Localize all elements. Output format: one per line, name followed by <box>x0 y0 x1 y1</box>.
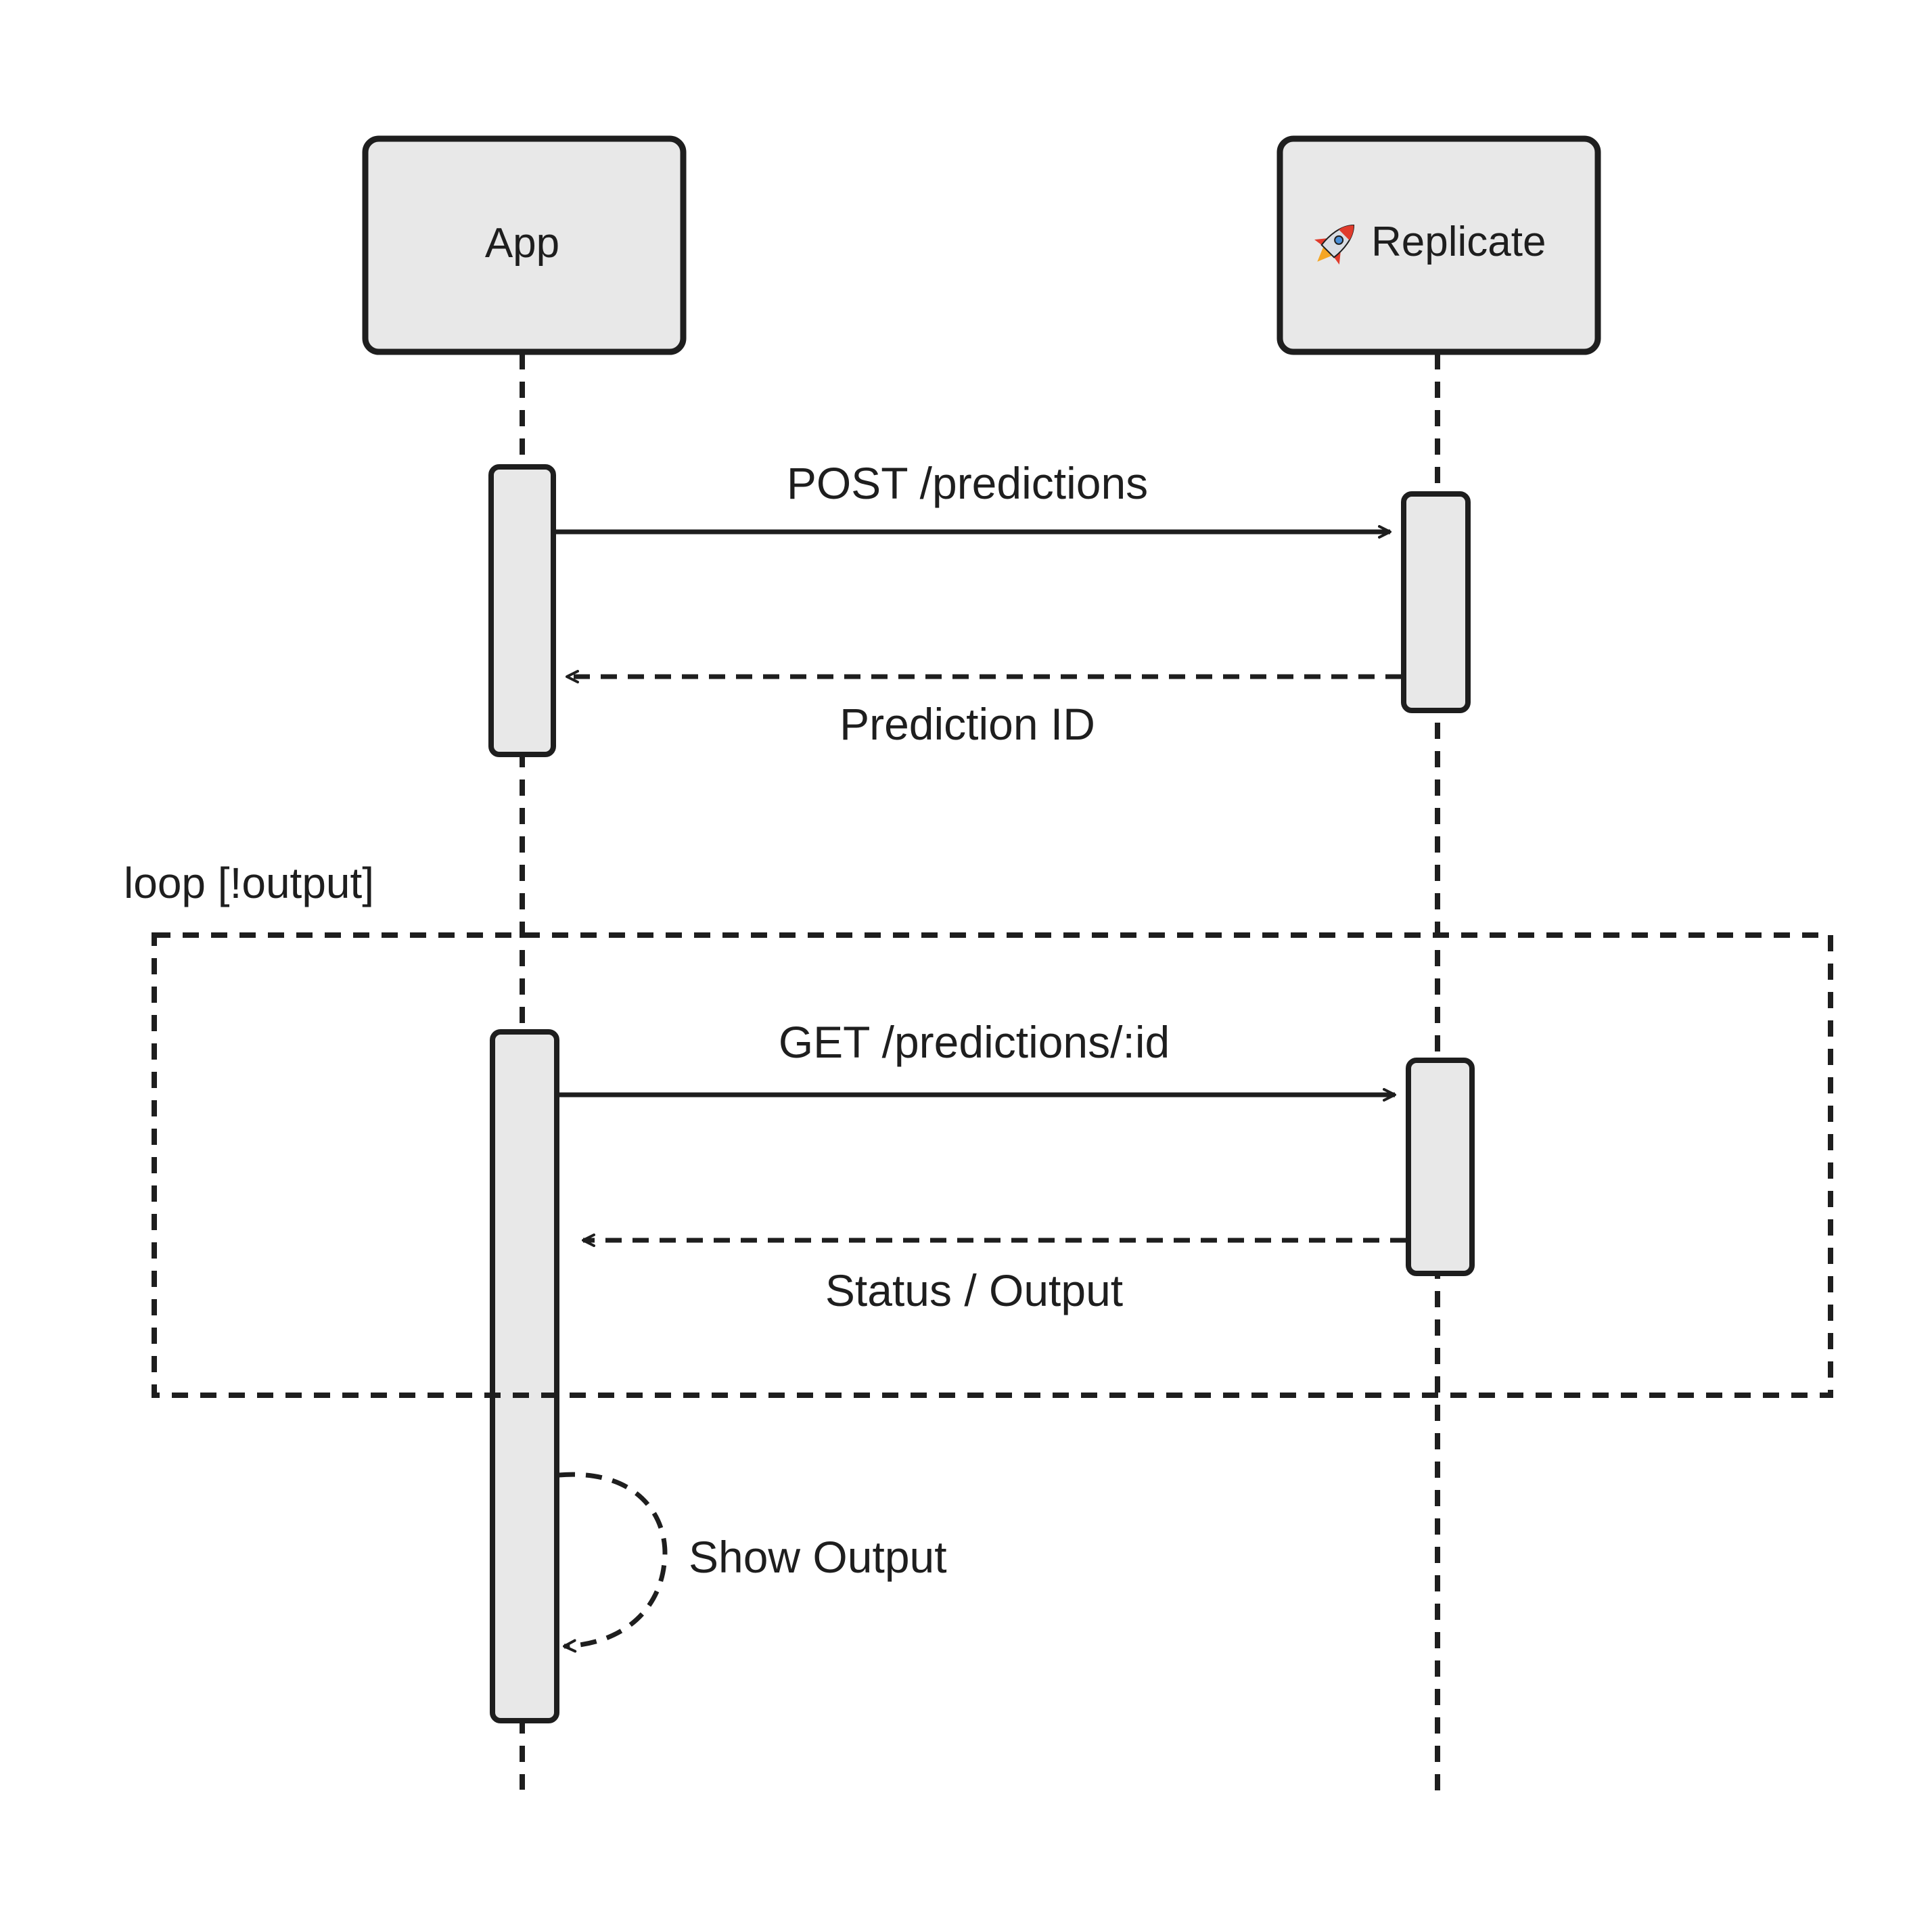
participant-app-box <box>362 135 687 355</box>
loop-frame <box>152 932 1833 1398</box>
app-activation-1 <box>488 464 556 757</box>
message-show-output-arrow <box>558 1472 668 1653</box>
replicate-activation-2 <box>1406 1058 1475 1276</box>
loop-frame-label: loop [!output] <box>124 859 374 907</box>
participant-replicate-label: Replicate <box>1371 219 1546 265</box>
participant-replicate: Replicate <box>1276 135 1601 355</box>
participant-replicate-box <box>1276 135 1601 355</box>
app-activation-2 <box>490 1029 559 1723</box>
rocket-icon <box>1314 224 1355 265</box>
replicate-activation-1 <box>1401 491 1471 713</box>
message-get-label: GET /predictions/:id <box>779 1017 1170 1067</box>
message-show-output-label: Show Output <box>689 1532 947 1582</box>
message-post-label: POST /predictions <box>787 458 1148 508</box>
message-prediction-id-label: Prediction ID <box>840 699 1095 749</box>
participant-app-label: App <box>485 220 559 267</box>
message-status-label: Status / Output <box>825 1265 1123 1315</box>
participant-app: App <box>362 135 687 355</box>
